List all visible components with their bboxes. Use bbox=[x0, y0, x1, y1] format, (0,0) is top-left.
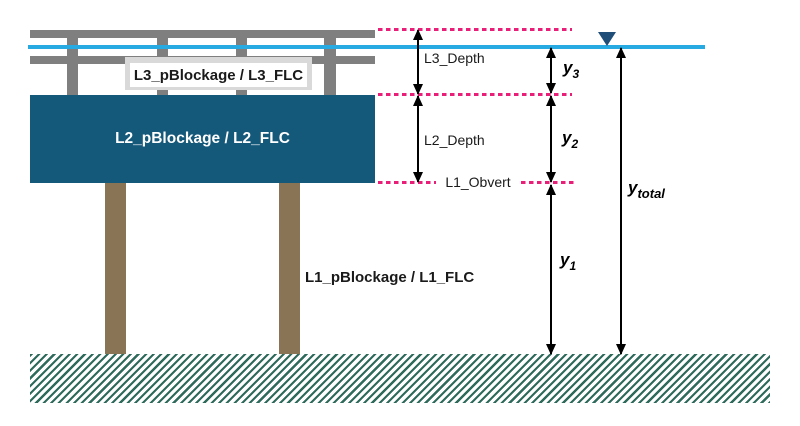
l1-obvert-label: L1_Obvert bbox=[445, 174, 511, 190]
y1-label-sub: 1 bbox=[569, 259, 577, 274]
water-surface-line bbox=[28, 45, 705, 49]
y1-arrow bbox=[546, 184, 556, 355]
y1-label-base: y bbox=[560, 250, 570, 269]
l3-depth-arrow bbox=[413, 29, 423, 95]
y3-label-base: y bbox=[563, 58, 573, 77]
l2-layer-label: L2_pBlockage / L2_FLC bbox=[115, 130, 290, 147]
y2-label: y2 bbox=[562, 128, 579, 152]
ytotal-label-base: y bbox=[628, 178, 638, 197]
l2-deck-box: L2_pBlockage / L2_FLC bbox=[30, 95, 375, 183]
y3-label: y3 bbox=[563, 58, 580, 82]
y2-arrow bbox=[546, 95, 556, 183]
l3-depth-label: L3_Depth bbox=[424, 50, 485, 66]
ytotal-arrow bbox=[616, 47, 626, 355]
y2-label-base: y bbox=[562, 128, 572, 147]
y3-label-sub: 3 bbox=[572, 67, 580, 82]
y3-arrow bbox=[546, 47, 556, 94]
l1-obvert-level-dashed-line bbox=[378, 181, 436, 184]
ytotal-label: ytotal bbox=[628, 178, 665, 202]
bridge-top-rail bbox=[30, 30, 375, 38]
l3-layer-label: L3_pBlockage / L3_FLC bbox=[130, 63, 307, 87]
y2-label-sub: 2 bbox=[571, 137, 579, 152]
bridge-pier-left bbox=[105, 183, 126, 355]
ytotal-label-sub: total bbox=[637, 186, 665, 202]
l3-label-box: L3_pBlockage / L3_FLC bbox=[125, 57, 312, 90]
y1-label: y1 bbox=[560, 250, 577, 274]
deck-top-level-dashed-line bbox=[378, 28, 572, 31]
l1-layer-label: L1_pBlockage / L1_FLC bbox=[305, 269, 475, 286]
l2-depth-arrow bbox=[413, 95, 423, 183]
ground-hatch bbox=[30, 354, 770, 403]
bridge-pier-right bbox=[279, 183, 300, 355]
water-level-marker-icon bbox=[598, 32, 616, 46]
l2-depth-label: L2_Depth bbox=[424, 132, 485, 148]
l2-top-level-dashed-line bbox=[378, 93, 572, 96]
